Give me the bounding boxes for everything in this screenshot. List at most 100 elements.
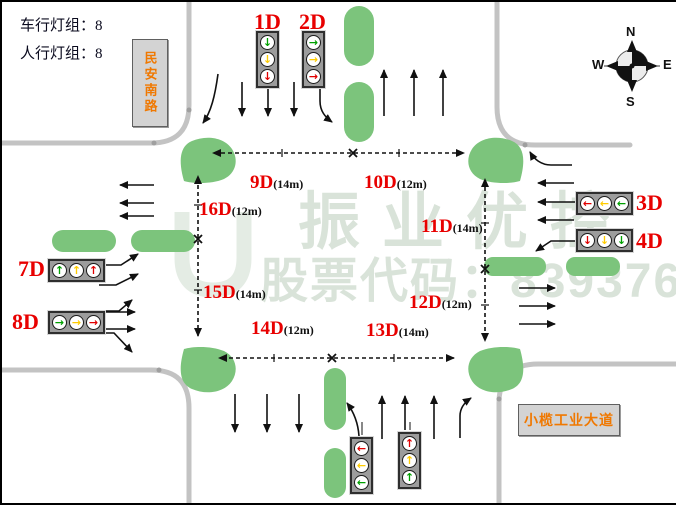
signal-lamp-yellow: ← [354, 458, 369, 473]
signal-lamp-red: ← [354, 441, 369, 456]
arrow-eb-in [99, 273, 139, 286]
crossing-length: (14m) [273, 177, 304, 191]
signal-label-8d: 8D [12, 309, 39, 334]
crossing-length: (14m) [235, 287, 266, 301]
crossing-id: 16D [199, 199, 232, 220]
compass-south-label: S [626, 94, 635, 109]
island-bottom-right [468, 346, 524, 393]
arrow-sb-right-turn [319, 82, 333, 123]
signal-lamp-yellow: ↓ [597, 233, 612, 248]
crossing-id: 13D [366, 320, 399, 341]
crossing-label-11d: 11D(14m) [421, 217, 483, 236]
crossing-length: (14m) [452, 221, 483, 235]
crossing-length: (12m) [396, 177, 427, 191]
crossing-length: (12m) [441, 297, 472, 311]
island-bottom-left [180, 346, 236, 393]
signal-lamp-red: ↓ [260, 69, 275, 84]
signal-head-3d[interactable]: ← ← ← [575, 191, 634, 216]
compass-rose-icon [604, 40, 660, 92]
signal-lamp-yellow: ↓ [260, 52, 275, 67]
pedestrian-group-value: 8 [95, 46, 103, 62]
crossing-label-14d: 14D(12m) [251, 319, 314, 338]
signal-head-south-left[interactable]: ← ← ← [349, 436, 374, 495]
crossing-lines [194, 149, 489, 362]
arrow-sb-left-turn [202, 73, 219, 124]
signal-lamp-red: ↑ [86, 263, 101, 278]
vehicle-group-label: 车行灯组： [20, 18, 96, 34]
arrow-nb-right-turn [459, 397, 472, 438]
signal-lamp-yellow: ↑ [69, 263, 84, 278]
median-east-2 [566, 257, 620, 276]
pedestrian-group-label: 人行灯组： [20, 46, 96, 62]
crossing-id: 10D [364, 172, 397, 193]
crossing-label-16d: 16D(12m) [199, 200, 262, 219]
island-top-right [468, 137, 524, 184]
signal-lamp-green: → [52, 315, 67, 330]
crossing-label-13d: 13D(14m) [366, 321, 429, 340]
signal-lamp-red: ← [580, 196, 595, 211]
crossing-label-10d: 10D(12m) [364, 173, 427, 192]
leader-south-signal [346, 402, 360, 437]
signal-label-2d: 2D [299, 9, 326, 34]
median-south-2 [324, 448, 346, 498]
vehicle-group-value: 8 [95, 18, 103, 34]
crossing-id: 15D [203, 282, 236, 303]
signal-lamp-red: → [306, 69, 321, 84]
signal-lamp-yellow: ↑ [402, 453, 417, 468]
median-west-2 [131, 230, 195, 252]
crossing-label-12d: 12D(12m) [409, 293, 472, 312]
signal-lamp-red: → [86, 315, 101, 330]
median-west-1 [52, 230, 116, 252]
leader-4d-signal [535, 240, 578, 252]
compass-north-label: N [626, 24, 636, 39]
signal-head-7d[interactable]: ↑ ↑ ↑ [47, 258, 106, 283]
crossing-length: (12m) [283, 323, 314, 337]
signal-lamp-red: ↓ [580, 233, 595, 248]
signal-lamp-yellow: → [306, 52, 321, 67]
signal-lamp-green: → [306, 35, 321, 50]
road-name-east: 小榄工业大道 [524, 412, 614, 428]
crossing-id: 11D [421, 216, 453, 237]
crossing-length: (12m) [231, 204, 262, 218]
signal-lamp-green: ↑ [52, 263, 67, 278]
vehicle-group-count: 车行灯组：8 [20, 14, 103, 35]
median-north-1 [344, 6, 374, 66]
arrow-eb-in [105, 299, 133, 312]
island-top-left [180, 137, 236, 184]
road-edge-dots [151, 107, 528, 402]
crossing-x-marks [193, 148, 490, 363]
signal-head-south-straight[interactable]: ↑ ↑ ↑ [397, 431, 422, 490]
arrow-eb-in [105, 332, 133, 353]
signal-label-7d: 7D [18, 256, 45, 281]
road-name-box-north: 民安南路 [132, 39, 168, 127]
median-north-2 [344, 82, 374, 142]
signal-lamp-green: ↓ [614, 233, 629, 248]
median-south-1 [324, 368, 346, 430]
traffic-arrows [99, 69, 578, 439]
crossing-id: 12D [409, 292, 442, 313]
signal-label-4d: 4D [636, 228, 663, 253]
arrow-wb-right-turn [529, 151, 572, 166]
signal-head-8d[interactable]: → → → [47, 310, 106, 335]
crossing-label-15d: 15D(14m) [203, 283, 266, 302]
median-east-1 [484, 257, 546, 276]
signal-lamp-green: ↓ [260, 35, 275, 50]
signal-label-1d: 1D [254, 9, 281, 34]
signal-head-2d[interactable]: → → → [301, 30, 326, 89]
arrow-eb-in [99, 253, 139, 266]
crossing-mid-ticks [194, 149, 489, 362]
crossing-id: 9D [250, 172, 274, 193]
pedestrian-group-count: 人行灯组：8 [20, 42, 103, 63]
signal-lamp-yellow: → [69, 315, 84, 330]
signal-lamp-red: ↑ [402, 436, 417, 451]
crossing-label-9d: 9D(14m) [250, 173, 303, 192]
signal-head-4d[interactable]: ↓ ↓ ↓ [575, 228, 634, 253]
signal-lamp-yellow: ← [597, 196, 612, 211]
compass-east-label: E [663, 57, 672, 72]
signal-lamp-green: ↑ [402, 470, 417, 485]
crossing-id: 14D [251, 318, 284, 339]
signal-head-1d[interactable]: ↓ ↓ ↓ [255, 30, 280, 89]
